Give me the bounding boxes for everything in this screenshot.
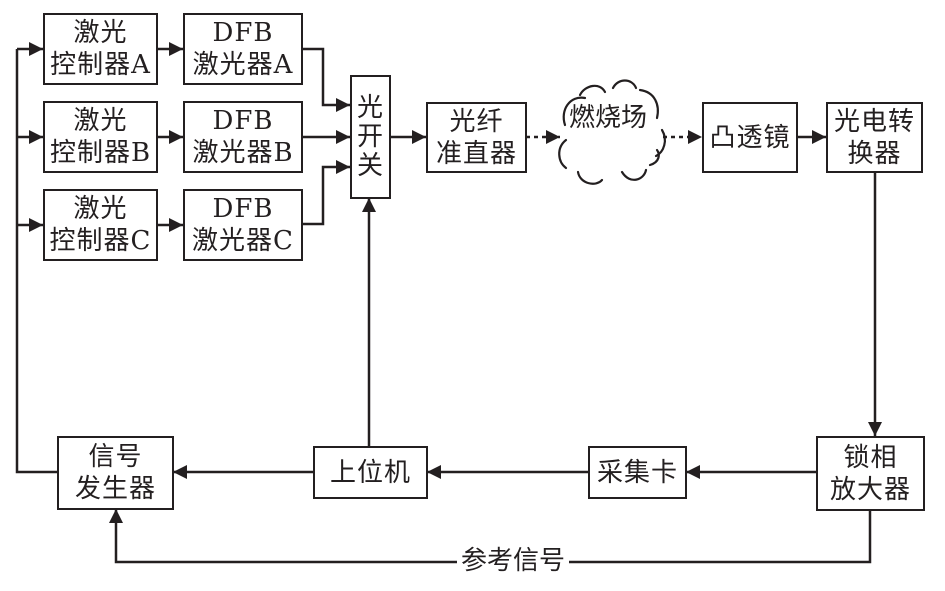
node-label-line: 光 xyxy=(356,92,384,123)
node-label-line: 放大器 xyxy=(829,474,911,505)
node-fiber-collimator: 光纤 准直器 xyxy=(426,102,527,173)
node-convex-lens: 凸透镜 xyxy=(702,102,798,173)
edge-label-reference-signal: 参考信号 xyxy=(457,546,570,576)
node-laser-controller-c: 激光 控制器C xyxy=(43,189,158,261)
node-label-line: 开 xyxy=(356,121,384,152)
node-label-line: 激光器A xyxy=(192,50,294,80)
node-label-line: 凸透镜 xyxy=(709,122,791,153)
node-label-line: 上位机 xyxy=(329,457,411,488)
node-label-line: 采集卡 xyxy=(596,457,678,488)
node-daq-card: 采集卡 xyxy=(588,446,687,499)
edge-dfb-a-to-switch xyxy=(302,47,350,112)
node-laser-controller-a: 激光 控制器A xyxy=(43,13,158,85)
node-label-line: 锁相 xyxy=(843,442,898,473)
node-label-line: 激光 xyxy=(73,194,128,224)
edge-signal-generator-bus xyxy=(15,49,57,474)
combustion-cloud-shape xyxy=(558,79,666,185)
node-combustion-field: 燃烧场 xyxy=(569,103,648,133)
node-label-line: 信号 xyxy=(88,442,143,472)
node-label-line: 光电转 xyxy=(833,106,915,137)
edge-dfb-c-to-switch xyxy=(302,160,350,226)
node-host-pc: 上位机 xyxy=(313,446,428,499)
node-signal-generator: 信号 发生器 xyxy=(57,436,174,510)
node-laser-controller-b: 激光 控制器B xyxy=(43,101,158,173)
node-label-line: 控制器C xyxy=(49,226,152,256)
node-optical-switch: 光 开 关 xyxy=(350,75,391,199)
node-label-line: 控制器B xyxy=(49,138,152,168)
node-label-line: 激光器B xyxy=(192,138,294,168)
node-lockin-amplifier: 锁相 放大器 xyxy=(816,436,925,511)
node-label-line: 关 xyxy=(356,150,384,181)
node-dfb-laser-b: DFB 激光器B xyxy=(183,101,303,173)
node-label-line: 换器 xyxy=(847,138,902,169)
node-label-line: DFB xyxy=(212,194,274,224)
node-dfb-laser-c: DFB 激光器C xyxy=(183,189,303,261)
node-label-line: 激光 xyxy=(73,106,128,136)
node-label-line: 控制器A xyxy=(50,50,151,80)
node-label-line: 发生器 xyxy=(74,474,156,504)
node-label-line: 光纤 xyxy=(449,106,504,137)
node-label-line: 激光器C xyxy=(192,226,294,256)
node-label-line: DFB xyxy=(212,106,274,136)
node-label-line: 激光 xyxy=(73,18,128,48)
node-label-line: 准直器 xyxy=(435,138,517,169)
node-label-line: DFB xyxy=(212,18,274,48)
node-dfb-laser-a: DFB 激光器A xyxy=(183,13,303,85)
node-photoelectric-converter: 光电转 换器 xyxy=(826,102,923,173)
